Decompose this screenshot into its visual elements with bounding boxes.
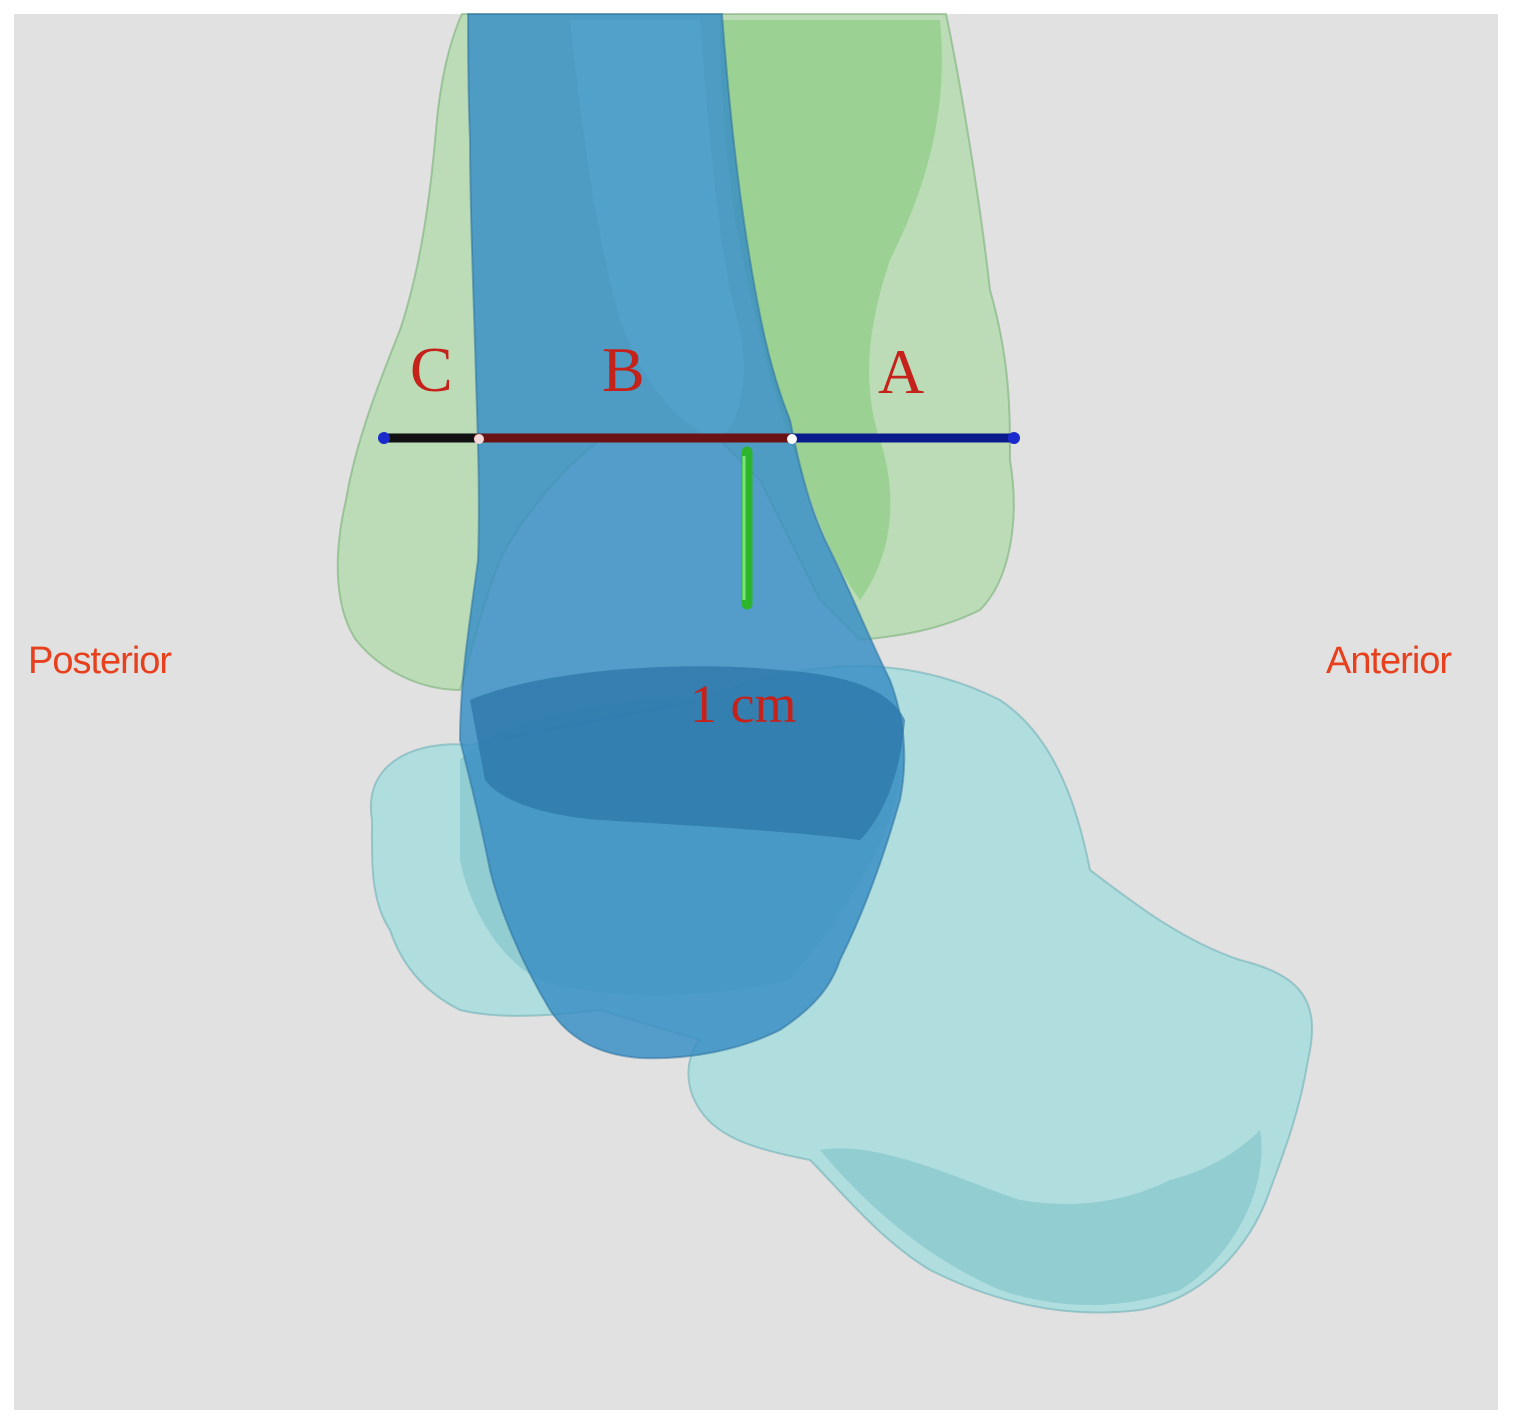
tibia-plafond <box>470 666 905 840</box>
tibia-inner-texture <box>570 20 744 440</box>
anterior-label: Anterior <box>1326 640 1452 682</box>
scale-label: 1 cm <box>690 674 797 734</box>
segment-b-label: B <box>602 334 645 405</box>
segment-c-label: C <box>410 334 453 405</box>
measurement-lines <box>378 432 1020 444</box>
fibula-inner-texture <box>720 20 942 600</box>
scale-bar <box>741 446 753 610</box>
junction-point-cb <box>474 434 484 444</box>
segment-start-point <box>378 432 390 444</box>
calcaneus-tuber <box>820 1130 1262 1305</box>
posterior-label: Posterior <box>28 640 172 682</box>
segment-a-label: A <box>878 336 925 407</box>
segment-end-point <box>1008 432 1020 444</box>
junction-point-ba <box>787 434 797 444</box>
